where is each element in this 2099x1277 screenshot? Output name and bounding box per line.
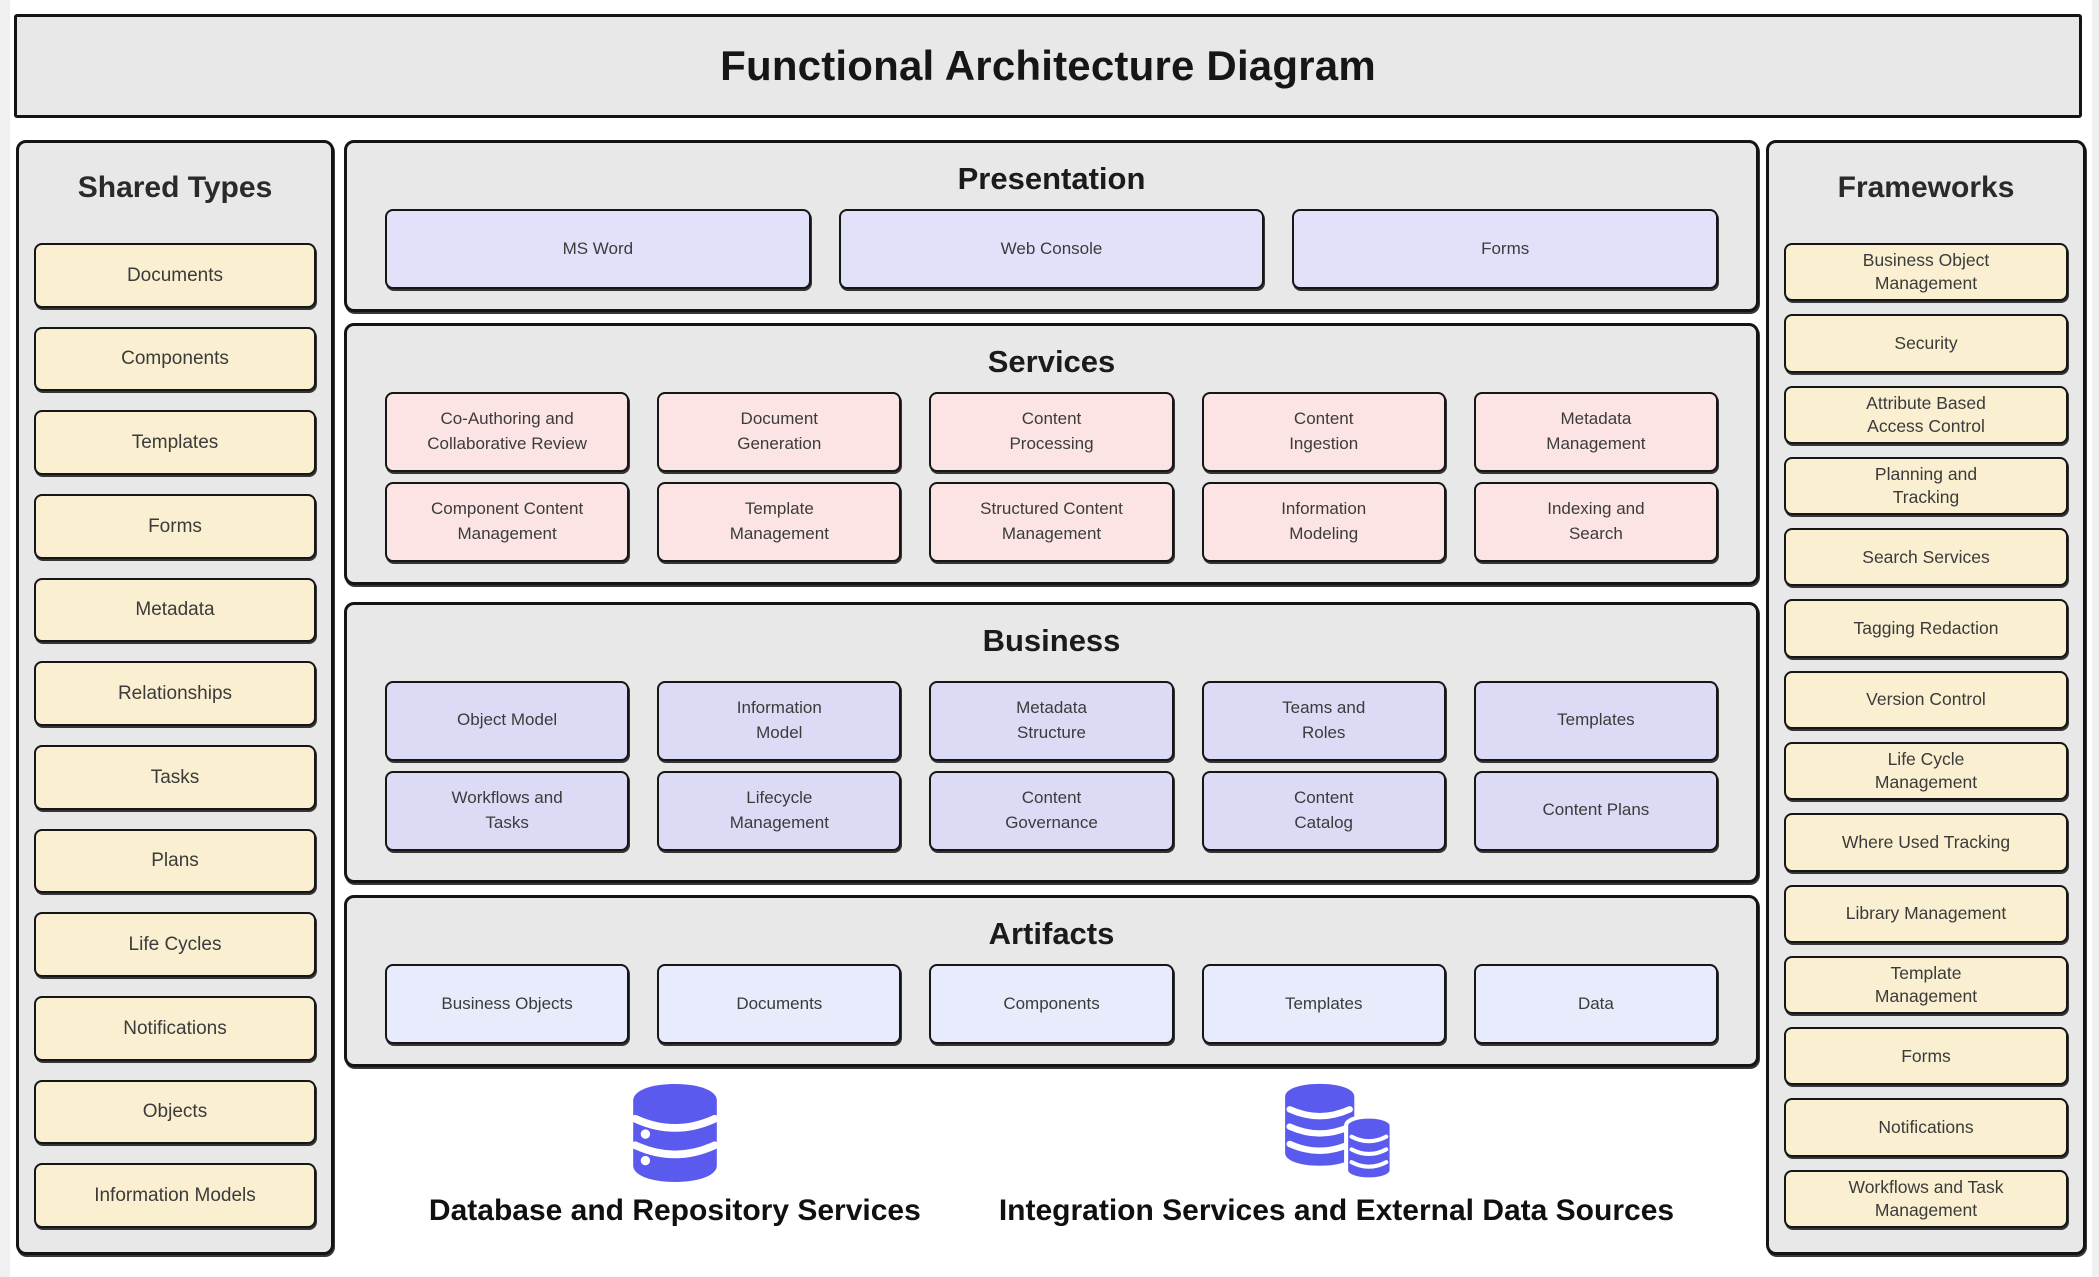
framework-item: Notifications [1784, 1098, 2068, 1157]
presentation-rows: MS Word Web Console Forms [385, 207, 1719, 291]
presentation-title: Presentation [957, 161, 1146, 196]
artifact-item: Business Objects [385, 964, 630, 1044]
services-title: Services [987, 344, 1116, 379]
frameworks-title: Frameworks [1837, 171, 2015, 204]
business-item: Metadata Structure [929, 680, 1174, 761]
service-item: Metadata Management [1473, 392, 1719, 472]
shared-type-item: Notifications [34, 996, 316, 1061]
framework-item: Tagging Redaction [1784, 599, 2068, 658]
business-item: Content Plans [1473, 770, 1719, 851]
database-icon [631, 1084, 719, 1182]
service-item: Component Content Management [385, 482, 630, 562]
shared-type-item: Forms [34, 494, 316, 559]
shared-type-item: Life Cycles [34, 912, 316, 978]
framework-item: Life Cycle Management [1784, 741, 2068, 801]
service-item: Indexing and Search [1473, 482, 1719, 562]
framework-item: Where Used Tracking [1784, 813, 2068, 872]
framework-item: Template Management [1784, 955, 2068, 1015]
framework-item: Attribute Based Access Control [1784, 385, 2068, 444]
framework-item: Security [1784, 314, 2068, 373]
service-item: Information Modeling [1201, 482, 1446, 562]
shared-type-item: Information Models [34, 1163, 316, 1229]
service-item: Content Processing [929, 392, 1174, 472]
presentation-section: Presentation MS Word Web Console Forms [344, 140, 1759, 312]
artifacts-rows: Business Objects Documents Components Templ… [385, 962, 1719, 1046]
shared-type-item: Components [34, 326, 316, 392]
shared-type-item: Metadata [34, 577, 316, 643]
shared-type-item: Plans [34, 828, 316, 894]
shared-types-title: Shared Types [77, 171, 273, 204]
framework-item: Search Services [1784, 528, 2068, 587]
artifacts-section: Artifacts Business Objects Documents Compo… [344, 895, 1759, 1067]
service-item: Structured Content Management [929, 482, 1174, 562]
shared-type-item: Templates [34, 410, 316, 476]
presentation-item: Forms [1292, 209, 1719, 289]
artifact-item: Documents [657, 964, 902, 1044]
presentation-item: MS Word [385, 209, 811, 289]
services-section: Services Co-Authoring and Collaborative … [344, 323, 1759, 585]
presentation-item: Web Console [838, 209, 1265, 289]
framework-item: Library Management [1784, 884, 2068, 943]
service-item: Template Management [657, 482, 902, 562]
business-item: Teams and Roles [1201, 680, 1446, 761]
shared-type-item: Objects [34, 1079, 316, 1145]
framework-item: Planning and Tracking [1784, 456, 2068, 516]
business-item: Lifecycle Management [657, 770, 902, 851]
business-rows: Object Model Information Model Metadata St… [385, 669, 1719, 862]
artifact-item: Components [929, 964, 1174, 1044]
artifact-item: Templates [1201, 964, 1446, 1044]
integration-databases-icon [1285, 1083, 1395, 1182]
framework-item: Version Control [1784, 670, 2068, 729]
shared-type-item: Relationships [34, 661, 316, 727]
database-group: Database and Repository Services [429, 1082, 921, 1228]
footer: Database and Repository Services Integra… [344, 1082, 1759, 1252]
business-item: Content Governance [929, 770, 1174, 851]
integration-label: Integration Services and External Data S… [998, 1194, 1675, 1227]
service-item: Content Ingestion [1201, 392, 1446, 472]
framework-item: Workflows and Task Management [1784, 1169, 2068, 1228]
service-item: Document Generation [657, 392, 902, 472]
business-item: Templates [1473, 680, 1719, 761]
business-item: Information Model [657, 680, 902, 761]
business-item: Workflows and Tasks [385, 770, 630, 851]
business-section: Business Object Model Information Model Me… [344, 602, 1759, 883]
business-item: Object Model [385, 680, 630, 761]
shared-type-item: Tasks [34, 745, 316, 810]
title-bar: Functional Architecture Diagram [14, 14, 2082, 118]
artifacts-title: Artifacts [988, 916, 1115, 951]
integration-group: Integration Services and External Data S… [999, 1082, 1674, 1228]
artifact-item: Data [1473, 964, 1719, 1044]
framework-item: Forms [1784, 1027, 2068, 1086]
framework-item: Business Object Management [1784, 243, 2068, 302]
business-title: Business [982, 623, 1121, 658]
shared-type-item: Documents [34, 243, 316, 308]
database-label: Database and Repository Services [428, 1194, 921, 1227]
business-item: Content Catalog [1201, 770, 1446, 851]
services-rows: Co-Authoring and Collaborative Review Doc… [385, 390, 1719, 564]
page-title: Functional Architecture Diagram [720, 42, 1376, 89]
service-item: Co-Authoring and Collaborative Review [385, 392, 630, 472]
